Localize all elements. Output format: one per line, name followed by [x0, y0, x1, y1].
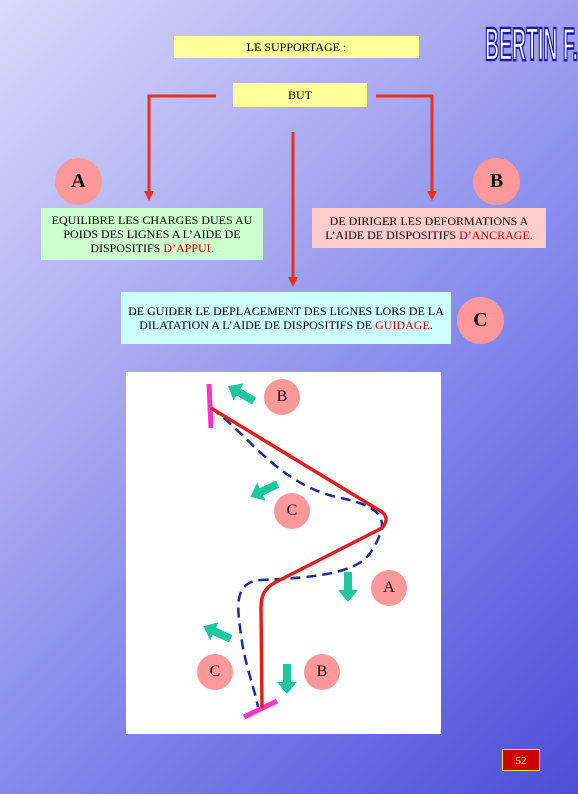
logo-text: BERTIN F.	[485, 18, 578, 70]
marker-a: A	[55, 158, 102, 205]
goal-heading: BUT	[233, 83, 367, 107]
page-number: 52	[502, 749, 540, 771]
goal-a-end: .	[210, 241, 214, 255]
page-title: LE SUPPORTAGE :	[174, 36, 419, 58]
goal-a-text: EQUILIBRE LES CHARGES DUES AU POIDS DES …	[41, 208, 263, 260]
force-arrow-5	[277, 664, 297, 694]
connector-to-a	[144, 94, 216, 201]
force-arrow-3	[338, 572, 358, 602]
marker-c: C	[457, 297, 504, 344]
goal-c-body: DE GUIDER LE DEPLACEMENT DES LIGNES LORS…	[128, 304, 444, 332]
bertin-logo: BERTIN F.	[484, 17, 578, 70]
pipe-line	[210, 406, 388, 709]
pipe-deformation-diagram: B C A C B	[126, 372, 441, 734]
diagram-label-b-bottom: B	[304, 654, 340, 690]
goal-c-keyword: GUIDAGE	[375, 318, 430, 332]
goal-a-keyword: D’APPUI	[163, 241, 211, 255]
marker-b: B	[473, 158, 520, 205]
anchor-top	[206, 383, 214, 429]
goal-a-body: EQUILIBRE LES CHARGES DUES AU POIDS DES …	[51, 213, 253, 255]
force-arrow-1	[228, 383, 257, 405]
goal-c-end: .	[429, 318, 433, 332]
goal-c-text: DE GUIDER LE DEPLACEMENT DES LIGNES LORS…	[121, 292, 451, 344]
pipe-diagram-svg	[203, 383, 388, 720]
diagram-label-c-bottom: C	[197, 654, 233, 690]
force-arrow-4	[203, 622, 233, 643]
goal-b-text: DE DIRIGER LES DEFORMATIONS A L’AIDE DE …	[312, 208, 546, 248]
anchor-bottom	[242, 698, 279, 720]
goal-b-keyword: D’ANCRAGE	[459, 228, 530, 242]
force-arrow-2	[250, 480, 280, 501]
deformed-pipe-line	[210, 406, 384, 708]
goal-b-body: DE DIRIGER LES DEFORMATIONS A L’AIDE DE …	[325, 214, 529, 242]
diagram-label-c-middle: C	[274, 493, 310, 529]
diagram-label-b-top: B	[264, 379, 300, 415]
diagram-label-a: A	[371, 570, 407, 606]
goal-b-end: .	[529, 228, 533, 242]
connector-to-b	[376, 94, 437, 201]
